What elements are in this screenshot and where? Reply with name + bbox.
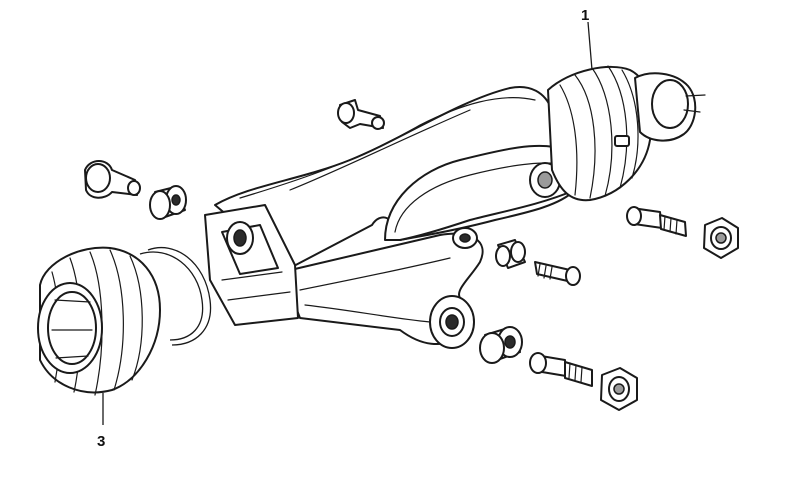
- nut-lower-right: [600, 367, 638, 411]
- callout-3-label: 3: [97, 433, 105, 450]
- sleeve-middle: [495, 239, 526, 269]
- callout-1-leader: [587, 21, 593, 71]
- bearing-lower-right: [479, 326, 523, 364]
- callout-1-label: 1: [581, 7, 589, 24]
- bearing-left: [149, 185, 187, 220]
- rear-bellows-boot: [547, 65, 706, 202]
- nut-upper-right: [703, 217, 739, 259]
- pivot-bolt-upper: [337, 99, 385, 130]
- pivot-pin-lower-right: [529, 352, 593, 387]
- bolt-middle: [534, 261, 581, 286]
- pivot-bolt-left: [84, 160, 141, 199]
- swing-arm: [204, 86, 576, 349]
- front-bellows-boot: [37, 246, 161, 396]
- circlip-ring: [139, 246, 212, 346]
- pivot-pin-upper-right: [626, 206, 687, 237]
